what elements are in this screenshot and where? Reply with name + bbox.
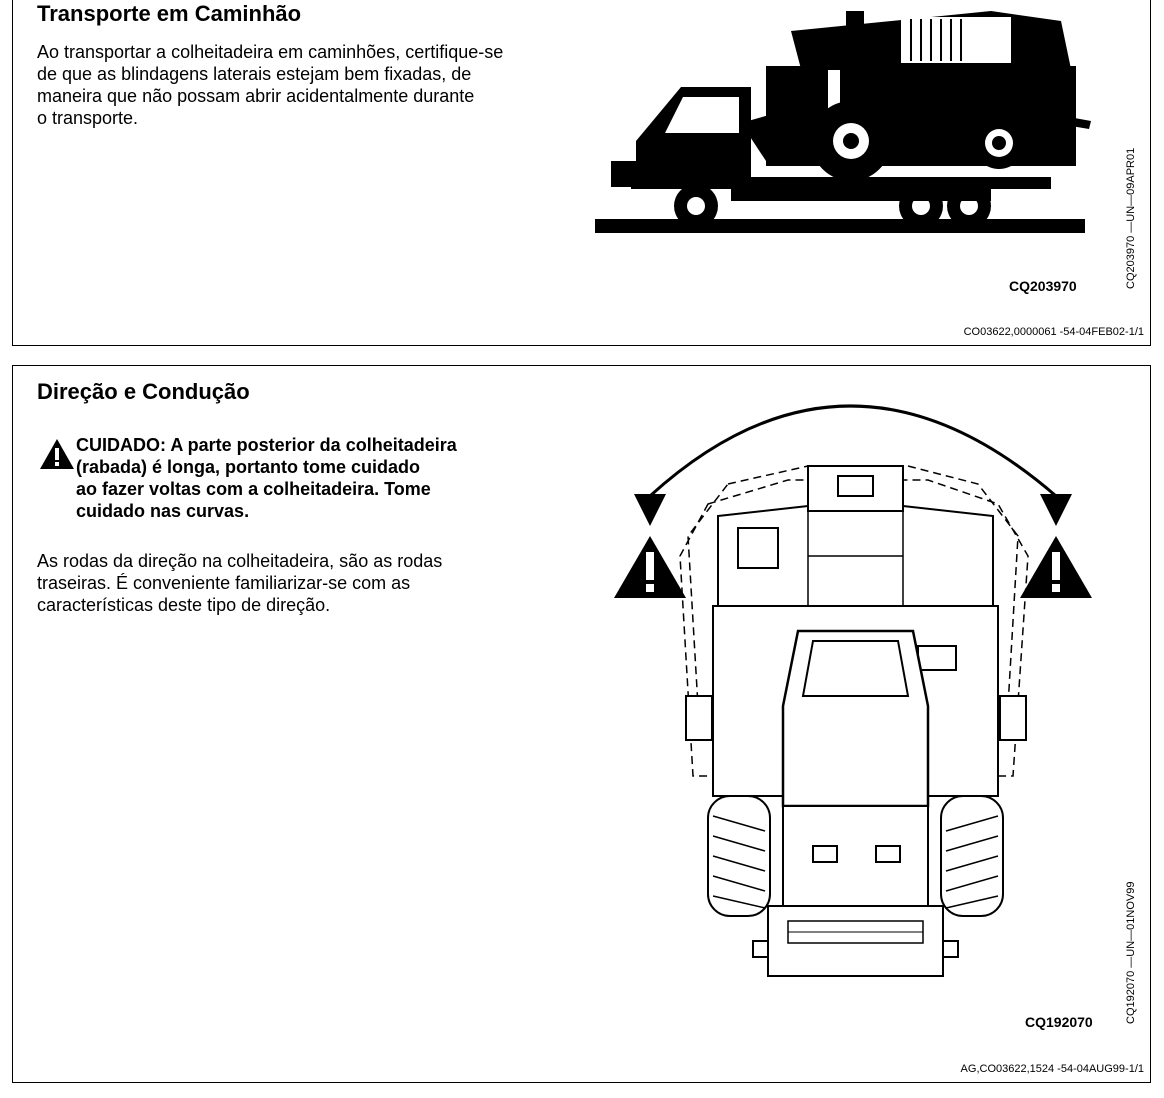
caution-text: CUIDADO: A parte posterior da colheitade…	[76, 435, 457, 521]
transport-figure-code: CQ203970 —UN—09APR01	[1125, 147, 1137, 289]
steering-section: Direção e Condução CUIDADO: A parte post…	[12, 365, 1151, 1083]
steering-figure-code: CQ192070 —UN—01NOV99	[1125, 881, 1137, 1024]
warning-triangle-icon	[40, 439, 74, 469]
transport-paragraph: Ao transportar a colheitadeira em caminh…	[37, 42, 504, 128]
steering-footer: AG,CO03622,1524 -54-04AUG99-1/1	[960, 1063, 1144, 1075]
steering-title: Direção e Condução	[37, 379, 250, 404]
steering-paragraph: As rodas da direção na colheitadeira, sã…	[37, 551, 443, 615]
transport-section: Transporte em Caminhão Ao transportar a …	[12, 0, 1151, 346]
transport-title: Transporte em Caminhão	[37, 1, 302, 26]
steering-figure-label: CQ192070	[1025, 1014, 1093, 1030]
transport-footer: CO03622,0000061 -54-04FEB02-1/1	[963, 326, 1144, 338]
transport-figure-label: CQ203970	[1009, 278, 1077, 294]
truck-transport-illustration	[595, 11, 1091, 233]
combine-turning-illustration	[614, 404, 1092, 977]
